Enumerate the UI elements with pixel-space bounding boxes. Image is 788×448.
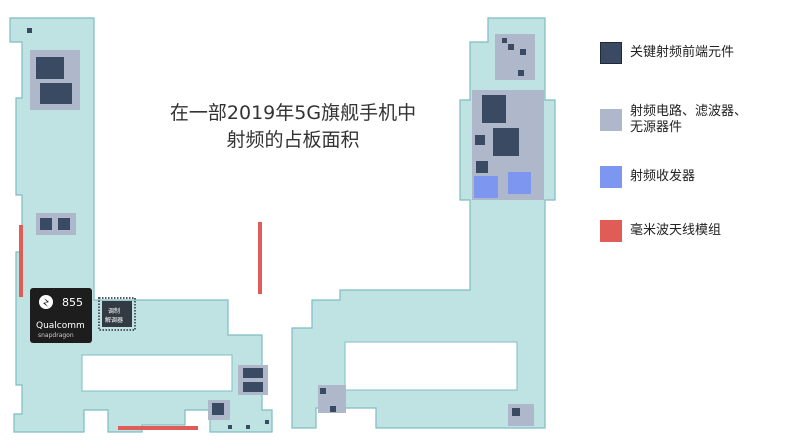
snapdragon-flame-icon xyxy=(43,298,49,307)
rf-frontend-chip xyxy=(228,425,232,429)
rf-transceiver xyxy=(474,176,498,198)
rf-passive-area xyxy=(495,34,535,80)
rf-frontend-chip xyxy=(518,70,524,76)
snapdragon-logo-icon xyxy=(39,295,53,309)
rf-frontend-chip xyxy=(493,128,519,156)
page-title: 在一部2019年5G旗舰手机中 射频的占板面积 xyxy=(148,100,438,154)
legend-item-key-rf: 关键射频前端元件 xyxy=(600,40,734,66)
mmwave-antenna xyxy=(118,426,198,430)
modem-chip-label: 解调器 xyxy=(105,316,123,324)
legend-label: 毫米波天线模组 xyxy=(630,223,722,238)
rf-frontend-chip xyxy=(27,28,32,33)
rf-frontend-chip xyxy=(508,44,514,50)
legend-swatch xyxy=(600,166,622,188)
rf-frontend-chip xyxy=(512,408,520,416)
modem-chip-label: 调制 xyxy=(108,307,120,315)
title-line-2: 射频的占板面积 xyxy=(226,129,360,151)
left-board-cutout xyxy=(81,354,233,392)
rf-frontend-chip xyxy=(482,95,506,123)
rf-passive-area xyxy=(508,404,534,426)
legend-label: 射频电路、滤波器、 无源器件 xyxy=(630,104,748,135)
mmwave-antenna xyxy=(19,225,23,297)
legend-swatch xyxy=(600,220,622,242)
rf-frontend-chip xyxy=(246,425,250,429)
rf-frontend-chip xyxy=(58,218,70,230)
rf-frontend-chip xyxy=(40,218,52,230)
soc-brand: Qualcomm xyxy=(36,321,85,331)
rf-frontend-chip xyxy=(243,382,263,392)
soc-subbrand: snapdragon xyxy=(38,332,74,339)
rf-transceiver xyxy=(508,172,531,194)
legend-label: 关键射频前端元件 xyxy=(630,45,735,60)
rf-frontend-chip xyxy=(476,161,488,173)
title-line-1: 在一部2019年5G旗舰手机中 xyxy=(169,102,417,124)
legend-item-mmwave: 毫米波天线模组 xyxy=(600,218,721,244)
rf-frontend-chip xyxy=(40,83,72,104)
legend-item-transceiver: 射频收发器 xyxy=(600,164,695,190)
right-board-cutout xyxy=(344,341,518,391)
rf-frontend-chip xyxy=(265,420,269,424)
modem-chip xyxy=(102,301,132,327)
rf-frontend-chip xyxy=(330,406,336,412)
soc-model: 855 xyxy=(62,296,83,309)
rf-frontend-chip xyxy=(475,135,485,145)
modem-chip-pins xyxy=(98,297,136,331)
rf-frontend-chip xyxy=(320,388,326,394)
legend-item-passive: 射频电路、滤波器、 无源器件 xyxy=(600,100,747,140)
rf-frontend-chip xyxy=(520,49,526,55)
legend-swatch xyxy=(600,42,622,64)
legend-label: 射频收发器 xyxy=(630,169,696,184)
rf-frontend-chip xyxy=(212,403,224,415)
legend-swatch xyxy=(600,109,622,131)
mmwave-antenna xyxy=(258,222,262,294)
rf-frontend-chip xyxy=(502,38,507,43)
rf-frontend-chip xyxy=(36,57,64,79)
rf-frontend-chip xyxy=(243,368,263,378)
